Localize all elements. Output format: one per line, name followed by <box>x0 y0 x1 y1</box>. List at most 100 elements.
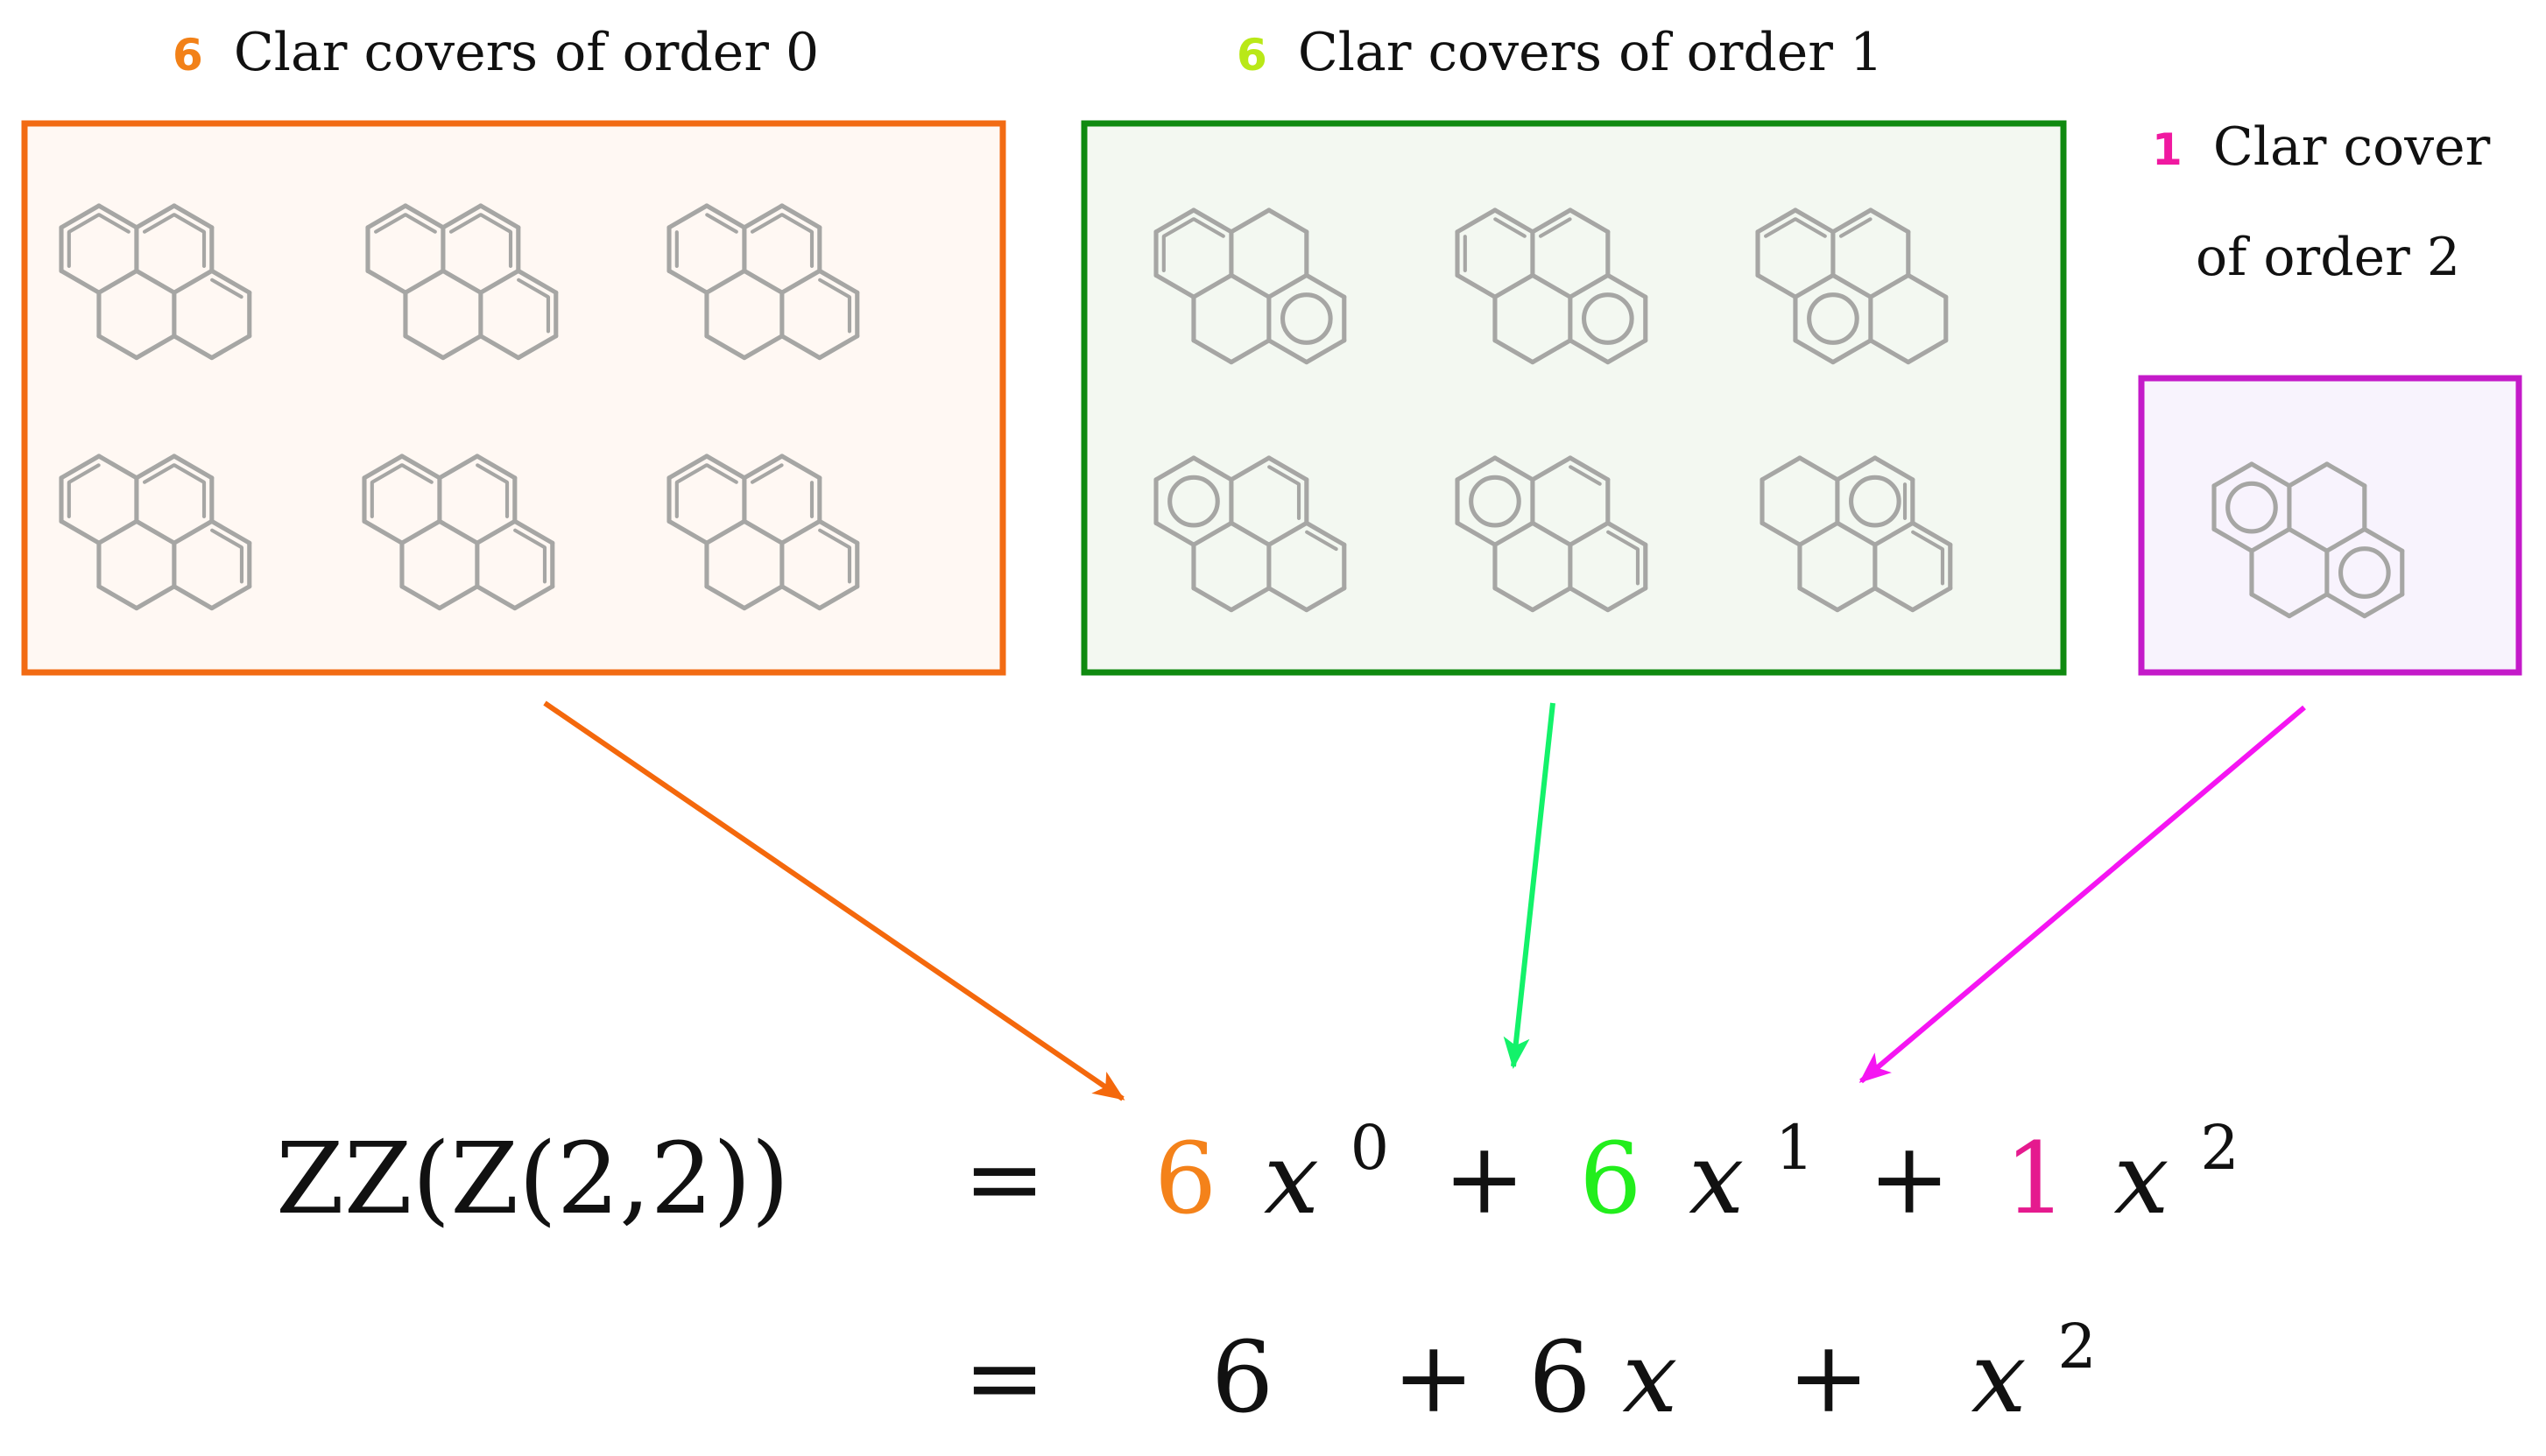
double-bond <box>818 528 851 550</box>
double-bond <box>780 213 814 234</box>
group-order-1: 6 Clar covers of order 1 <box>1081 22 2067 676</box>
bond <box>742 203 785 230</box>
molecule-order0-6 <box>666 454 860 611</box>
polynomial-expanded: 6 x 0 + 6 x 1 + 1 x 2 <box>1154 1079 2239 1236</box>
bond <box>1229 272 1272 299</box>
bond <box>704 454 747 481</box>
bond <box>2249 461 2292 489</box>
bond <box>2211 526 2254 553</box>
bond <box>478 334 521 361</box>
bond <box>2211 461 2254 489</box>
var-order-2: x <box>2113 1122 2169 1236</box>
box-order-1 <box>1081 120 2067 676</box>
bond <box>1266 586 1309 613</box>
bond <box>666 518 709 545</box>
double-bond <box>750 213 784 234</box>
bond <box>1153 455 1196 482</box>
bond <box>1304 586 1347 613</box>
bond <box>1191 338 1234 365</box>
double-bond <box>705 213 738 234</box>
bond <box>516 268 559 295</box>
bond <box>666 268 709 295</box>
bond <box>134 268 177 295</box>
bond <box>1760 455 1802 482</box>
bond <box>1530 272 1573 299</box>
bond <box>1229 586 1272 613</box>
arrow-order-2 <box>1858 705 2306 1084</box>
equation-lhs: ZZ(Z(2,2)) <box>276 1122 789 1236</box>
exp-order-2: 2 <box>2200 1112 2239 1184</box>
bond <box>779 203 822 230</box>
coeff-order-1: 6 <box>1579 1122 1641 1236</box>
bond <box>1153 272 1196 299</box>
quad-exp: 2 <box>2057 1311 2097 1382</box>
bond <box>96 584 139 611</box>
double-bond <box>173 463 206 484</box>
bond <box>1605 338 1648 365</box>
bond <box>1793 272 1836 299</box>
bond <box>1906 338 1949 365</box>
bond <box>1568 586 1611 613</box>
bond <box>1797 520 1840 547</box>
molecule-order1-3 <box>1755 207 1949 365</box>
bond <box>817 268 860 295</box>
equation-line-2: = 6 + 6 x + x 2 <box>963 1311 2097 1435</box>
molecule-order0-3 <box>666 203 860 361</box>
exp-order-0: 0 <box>1351 1112 1390 1184</box>
caption-text-order-2: Clar cover <box>2213 116 2491 178</box>
bond <box>403 334 446 361</box>
count-order-0: 6 <box>173 30 203 81</box>
caption-text-order-1: Clar covers of order 1 <box>1298 22 1883 83</box>
double-bond <box>404 213 437 234</box>
bond <box>475 454 518 481</box>
bond <box>403 268 446 295</box>
bond <box>437 454 480 481</box>
bond <box>172 203 215 230</box>
double-bond <box>173 213 206 234</box>
bond <box>134 203 177 230</box>
bond <box>1530 338 1573 365</box>
plus-3: + <box>1393 1321 1475 1435</box>
bond <box>59 268 102 295</box>
molecules-order-0 <box>59 203 860 611</box>
aromatic-sextet-circle <box>1849 475 1901 528</box>
box-order-2 <box>2138 375 2522 676</box>
bond <box>1910 586 1953 613</box>
bond <box>441 268 483 295</box>
bond <box>779 454 822 481</box>
double-bond <box>67 213 101 234</box>
bond <box>704 334 747 361</box>
bond <box>1266 207 1309 235</box>
bond <box>742 518 785 545</box>
bond <box>172 584 215 611</box>
double-bond <box>1493 217 1527 238</box>
bond <box>437 584 480 611</box>
bond <box>96 454 139 481</box>
plus-1: + <box>1443 1122 1526 1236</box>
bond <box>172 334 215 361</box>
bond <box>1605 586 1648 613</box>
bond <box>362 518 405 545</box>
double-bond <box>705 463 738 484</box>
bond <box>134 454 177 481</box>
bond <box>1835 520 1878 547</box>
bond <box>1229 207 1272 235</box>
double-bond <box>210 278 243 299</box>
double-bond <box>1794 217 1827 238</box>
polynomial-simplified: 6 + 6 x + x 2 <box>1211 1311 2097 1435</box>
bond <box>1455 207 1498 235</box>
bond <box>2249 526 2292 553</box>
bond <box>209 268 252 295</box>
double-bond <box>1606 530 1640 552</box>
bond <box>1868 207 1911 235</box>
bond <box>1455 520 1498 547</box>
bond <box>1229 520 1272 547</box>
bond <box>704 518 747 545</box>
bond <box>1266 520 1309 547</box>
equals-sign-1: = <box>963 1122 1046 1236</box>
bond <box>134 584 177 611</box>
bond <box>59 518 102 545</box>
aromatic-sextet-circle <box>1469 475 1521 528</box>
double-bond <box>1764 217 1797 238</box>
bond <box>399 584 442 611</box>
